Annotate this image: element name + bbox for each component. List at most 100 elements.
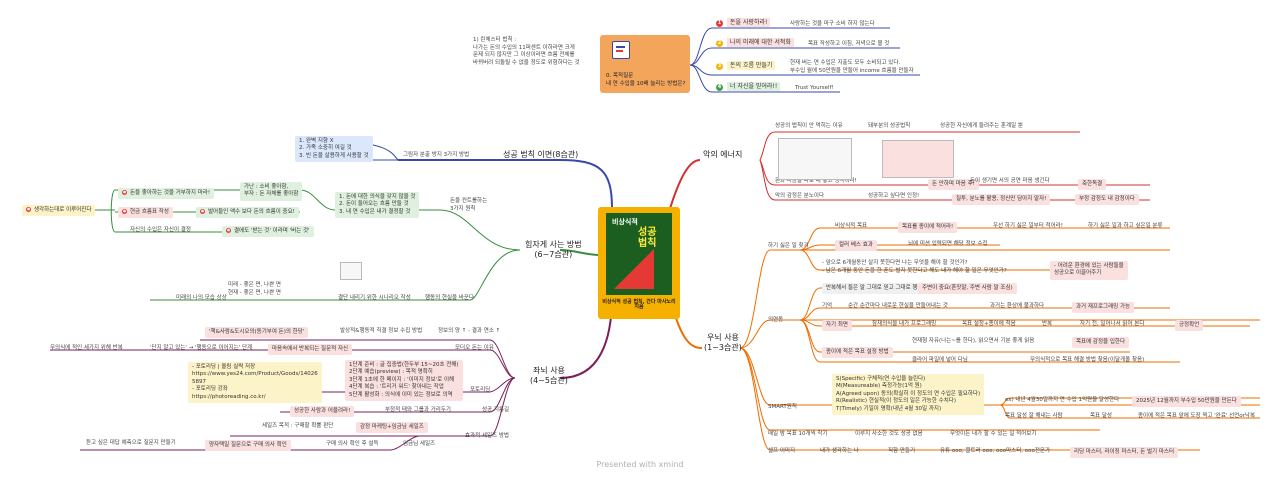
lb-b1: 무의식에 적인 세가지 위해 반복 (50, 345, 123, 351)
hard-right-sub: 돈을 컨트롤하는 3가지 원칙 (450, 198, 488, 212)
lb-c-label: 포토리딩 (470, 387, 491, 393)
rb-color-b: 뇌에 미션 입력되면 해당 정보 수집 (908, 241, 988, 247)
step-label-text: 돈의 흐름 만들기 (727, 61, 776, 70)
connector-success-law (398, 159, 613, 209)
lb-b3: 마음속에서 반복되는 질문적 자신 (268, 344, 353, 356)
dark-row3-0: 악의 감정은 분노이다 (775, 193, 825, 199)
rb-goal-d: 하기 싫은 일과 하고 싶은일 분류 (1088, 223, 1163, 229)
money-note-2: ●벌어들인 액수 보다 돈의 흐름이 중요! (196, 207, 299, 219)
dark-row2-1: 돈 안하며 마음 후! (928, 179, 979, 191)
lb-a3: 정보의 양 ↑ - 결과 연소 ↑ (438, 328, 501, 334)
dark-thumbnail-2 (882, 140, 954, 178)
step-number-icon: 1 (716, 20, 723, 27)
bullet-icon: ● (226, 228, 231, 233)
step-4-label[interactable]: 4 너 자신을 믿어라!! (716, 82, 781, 91)
rb-v3b: 잠재의식을 내가 프로그래밍 (872, 321, 937, 327)
rb-smart: S(Specific) 구체적(연 수입을 늘린다) M(Measureable… (832, 374, 985, 416)
bullet-icon: ● (200, 209, 205, 214)
rb-color-a: 컬러 베스 효과 (835, 240, 877, 252)
book-graphic (614, 249, 654, 289)
bullet-icon: ● (26, 207, 31, 212)
branch-dark-energy[interactable]: 악의 에너지 (703, 150, 743, 159)
money-node-3: 자신의 수입은 자신이 결정 (130, 227, 191, 233)
step-number-icon: 2 (716, 40, 723, 47)
rb-hate-label: 하기 싫은 일 찾기 (768, 243, 809, 249)
money2-note-text: 벌어들인 액수 보다 돈의 흐름이 중요! (208, 209, 295, 215)
rb-v4b: 현재형 자유(나는~를 한다), 읽으면서 기분 좋게 읽음 (912, 338, 1035, 344)
footer-brand: Presented with xmind (596, 460, 684, 469)
lb-e1: 세일즈 목적 : 구매할 확률 판단 (262, 423, 334, 429)
rb-v3c: 목표 설정+종이에 적음 (962, 321, 1016, 327)
money-note-1: 가난 : 소비 좋아함, 부자 : 돈 자체를 좋아함 (240, 182, 303, 201)
rb-v4c: 목표에 감정을 입한다 (1072, 337, 1130, 349)
money1-text: 돈을 좋아하는 것을 거부하지 마라! (130, 190, 211, 196)
dark-thumbnail-1 (778, 138, 852, 180)
money-note-3: ●결에도 '받는 것' 이라며 '버는 것' (222, 226, 314, 238)
step-1-desc: 사랑하는 것을 마구 소비 하지 않는다 (790, 21, 875, 27)
lb-e2: 감정 마케팅+임금님 세일즈 (356, 422, 428, 434)
step-4-desc: Trust Yourself! (795, 85, 834, 91)
rb-v1: 반복해서 들은 말 그대로 믿고 그대로 행동 (822, 283, 927, 295)
step-number-icon: 3 (716, 63, 723, 70)
lb-a1: '책&사람&도시오의(동기부여 돈)의 한당' (205, 327, 309, 339)
question-box: 0. 목적질문 내 연 수입을 10배 늘리는 방법은? (600, 35, 690, 93)
rb-goal-a: 비상식적 목표 (835, 223, 868, 229)
book-title-1: 비상식적 (612, 218, 638, 226)
rb-v-label: 의연동 (768, 317, 784, 323)
rb-smart-ex2: 2025년 12월까지 부수입 50만원을 만든다 (1132, 396, 1241, 408)
dark-row2-3: 축한독결 (1078, 179, 1107, 191)
rb-v3d: 반복 (1042, 321, 1053, 327)
lb-c-steps: 1단계 준비 : 글 집중법(한두부 15~20초 전해) 2단계 예습(pre… (345, 360, 463, 402)
rb-v3e: 자기 전, 일어나서 읽어 본다 (1080, 321, 1145, 327)
rb-v3f: 긍정확언 (1175, 320, 1204, 332)
center-caption: 비상식적 성공 법칙, 간다 마사노리 지음 (602, 299, 676, 310)
bullet-icon: ● (122, 190, 127, 195)
success-law-items: 1. 완벽 지향 X 2. 가족 소중히 여길 것 3. 빈 돈을 살용하게 사… (295, 136, 373, 163)
branch-success-law[interactable]: 성공 법칙 이면(8습관) (503, 150, 579, 159)
rb-goal3: 종이에 적은 목표 앞에 도장 찍고 '완료' 선언or낙복 (1138, 413, 1256, 419)
rb-v3a: 자기 최면 (822, 320, 852, 332)
connector-hard-way (559, 249, 601, 256)
lb-d3: 성공 지름길 (482, 407, 510, 413)
rb-v1b: 주변이 중요(혼잣말, 주변 사람 말 조심) (918, 283, 1017, 295)
lb-f2: 양자택일 질문으로 구매 의사 확인 (205, 440, 291, 452)
lb-c-box: - 포토리딩 | 올림 실력 저장 https://www.yes24.com/… (188, 362, 322, 404)
lb-d1: 성공한 사람과 어울려라! (290, 406, 355, 418)
future-text: 미래 - 좋은 면, 나쁜 면 현재 - 좋은 면, 나쁜 면 (228, 282, 281, 296)
dark-row2-2: 돈이 생기면 서의 공연 마음 생긴다 (970, 178, 1050, 184)
rb-goal-b: 목표를 종이에 적어라! (898, 222, 958, 234)
rb-c2: 내가 생각하는 나 (820, 448, 859, 454)
rb-six-b: - 어려운 환경에 있는 사람들을 성공으로 이끌어주기 (1050, 261, 1128, 280)
branch-left-brain[interactable]: 좌뇌 사용 (4~5습관) (530, 366, 568, 385)
dark-row3-1: 성공하고 싶다면 인정! (868, 193, 920, 199)
rb-goal-c: 우선 하기 싫은 일부터 적어라! (993, 223, 1063, 229)
future-left: 미래의 나의 모습 상상 (176, 295, 227, 301)
question-icon (612, 41, 630, 59)
lb-f4: 임금님 세일즈 (403, 441, 436, 447)
step-label-text: 너 자신을 믿어라!! (727, 82, 781, 91)
step-3-label[interactable]: 3 돈의 흐름 만들기 (716, 61, 776, 70)
step-number-icon: 4 (716, 84, 723, 91)
rb-v4a: 종이에 적은 목표 설정 방법 (822, 347, 893, 359)
rb-v4e: 무의식적으로 목표 해결 방법 찾음(이달게올 찾음) (1030, 357, 1145, 363)
rb-smart-label: SMART원칙 (768, 404, 797, 410)
question-text: 0. 목적질문 내 연 수입을 10배 늘리는 방법은? (606, 73, 686, 87)
success-law-sub: 그림자 분출 방지 3가지 방법 (403, 152, 470, 158)
dark-row2-0: 돈과 마음을 따로 때 놓고 생각하라! (775, 178, 857, 184)
branch-hard-way[interactable]: 힘자게 사는 방법 (6~7습관) (525, 240, 582, 259)
lb-f1: 듣고 싶은 대답 예측으로 질문지 만들기 (86, 440, 176, 446)
rb-v2d: 과거 재프로그래밍 가능 (1072, 302, 1135, 314)
lb-e3: 효과적 세일즈 방법 (465, 433, 509, 439)
rb-c4: 유튜 ooo, 블트러 ooo, ooo마스터, ooo전문가 (940, 448, 1051, 454)
money2-text: 현금 흐름표 작성 (130, 209, 169, 215)
rb-c5: 리딩 마스터, 라이징 마스터, 돈 벌기 마스터 (1070, 447, 1179, 459)
top-note: 1) 린체스터 법칙 : 나가는 돈의 수입의 11퍼센트 이하라면 크게 문제… (473, 37, 580, 67)
dark-row1-1: 돼부분의 성공법칙 (868, 123, 911, 129)
branch-right-brain[interactable]: 우뇌 사용 (1~3습관) (704, 333, 742, 352)
money3-note-text: 결에도 '받는 것' 이라며 '버는 것' (234, 228, 310, 234)
